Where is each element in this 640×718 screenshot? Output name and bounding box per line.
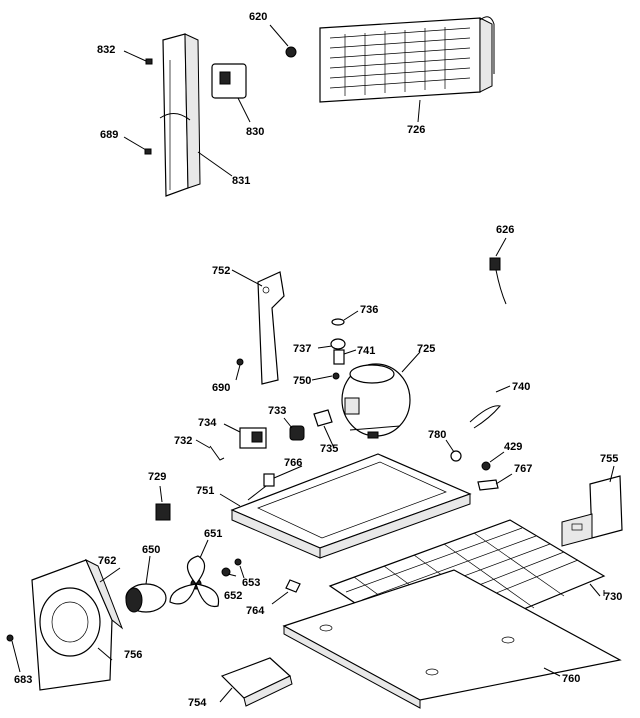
label-730: 730 <box>604 591 622 603</box>
compressor-725 <box>341 351 421 439</box>
grommet-736 <box>331 310 359 326</box>
screw-832 <box>123 50 153 65</box>
wire-harness-626 <box>489 237 507 305</box>
label-766: 766 <box>284 457 302 469</box>
label-751: 751 <box>196 485 214 497</box>
evaporator-coil-726 <box>319 16 495 103</box>
bracket-752 <box>231 269 285 385</box>
part-429 <box>481 461 491 471</box>
label-650: 650 <box>142 544 160 556</box>
label-780: 780 <box>428 429 446 441</box>
label-651: 651 <box>204 528 222 540</box>
label-683: 683 <box>14 674 32 686</box>
label-750: 750 <box>293 375 311 387</box>
tube-740 <box>469 385 511 429</box>
fan-blade-651 <box>169 539 220 608</box>
compressor-tray-751 <box>230 453 472 559</box>
label-690: 690 <box>212 382 230 394</box>
screw-689 <box>123 136 152 155</box>
fan-housing-762 <box>31 558 124 691</box>
cover-735 <box>313 409 333 427</box>
grommet-780 <box>450 450 462 462</box>
label-732: 732 <box>174 435 192 447</box>
relay-734 <box>239 427 267 449</box>
label-626: 626 <box>496 224 514 236</box>
label-652: 652 <box>224 590 242 602</box>
bracket-766 <box>263 473 275 487</box>
overload-733 <box>289 425 305 441</box>
label-764: 764 <box>246 605 265 617</box>
thermostat-830 <box>211 63 251 123</box>
screw-690 <box>235 358 244 381</box>
label-760: 760 <box>562 673 580 685</box>
part-729 <box>155 503 171 521</box>
cover-754 <box>220 657 293 707</box>
label-733: 733 <box>268 405 286 417</box>
channel-831 <box>159 33 201 197</box>
clip-764 <box>271 579 301 605</box>
grommet-737 <box>330 338 346 350</box>
label-620: 620 <box>249 11 267 23</box>
part-653 <box>234 558 242 566</box>
label-756: 756 <box>124 649 142 661</box>
label-741: 741 <box>357 345 375 357</box>
label-754: 754 <box>188 697 207 709</box>
screw-683 <box>6 634 21 673</box>
label-752: 752 <box>212 265 230 277</box>
label-767: 767 <box>514 463 532 475</box>
clip-732 <box>209 445 225 461</box>
label-429: 429 <box>504 441 522 453</box>
label-755: 755 <box>600 453 618 465</box>
label-832: 832 <box>97 44 115 56</box>
label-736: 736 <box>360 304 378 316</box>
part-652 <box>221 567 231 577</box>
label-725: 725 <box>417 343 435 355</box>
label-729: 729 <box>148 471 166 483</box>
label-737: 737 <box>293 343 311 355</box>
base-pan-760 <box>282 569 622 709</box>
label-762: 762 <box>98 555 116 567</box>
label-830: 830 <box>246 126 264 138</box>
bracket-767 <box>477 479 499 491</box>
sleeve-741 <box>333 349 345 365</box>
screw-750 <box>332 372 340 380</box>
label-740: 740 <box>512 381 530 393</box>
label-734: 734 <box>198 417 217 429</box>
defrost-part-620 <box>269 24 297 58</box>
label-653: 653 <box>242 577 260 589</box>
label-735: 735 <box>320 443 338 455</box>
leader-lines <box>97 345 615 703</box>
part-labels: 620 832 830 726 689 831 626 752 736 737 … <box>14 11 622 709</box>
fan-motor-650 <box>125 555 167 613</box>
label-726: 726 <box>407 124 425 136</box>
label-831: 831 <box>232 175 250 187</box>
label-689: 689 <box>100 129 118 141</box>
bracket-755 <box>561 475 623 547</box>
